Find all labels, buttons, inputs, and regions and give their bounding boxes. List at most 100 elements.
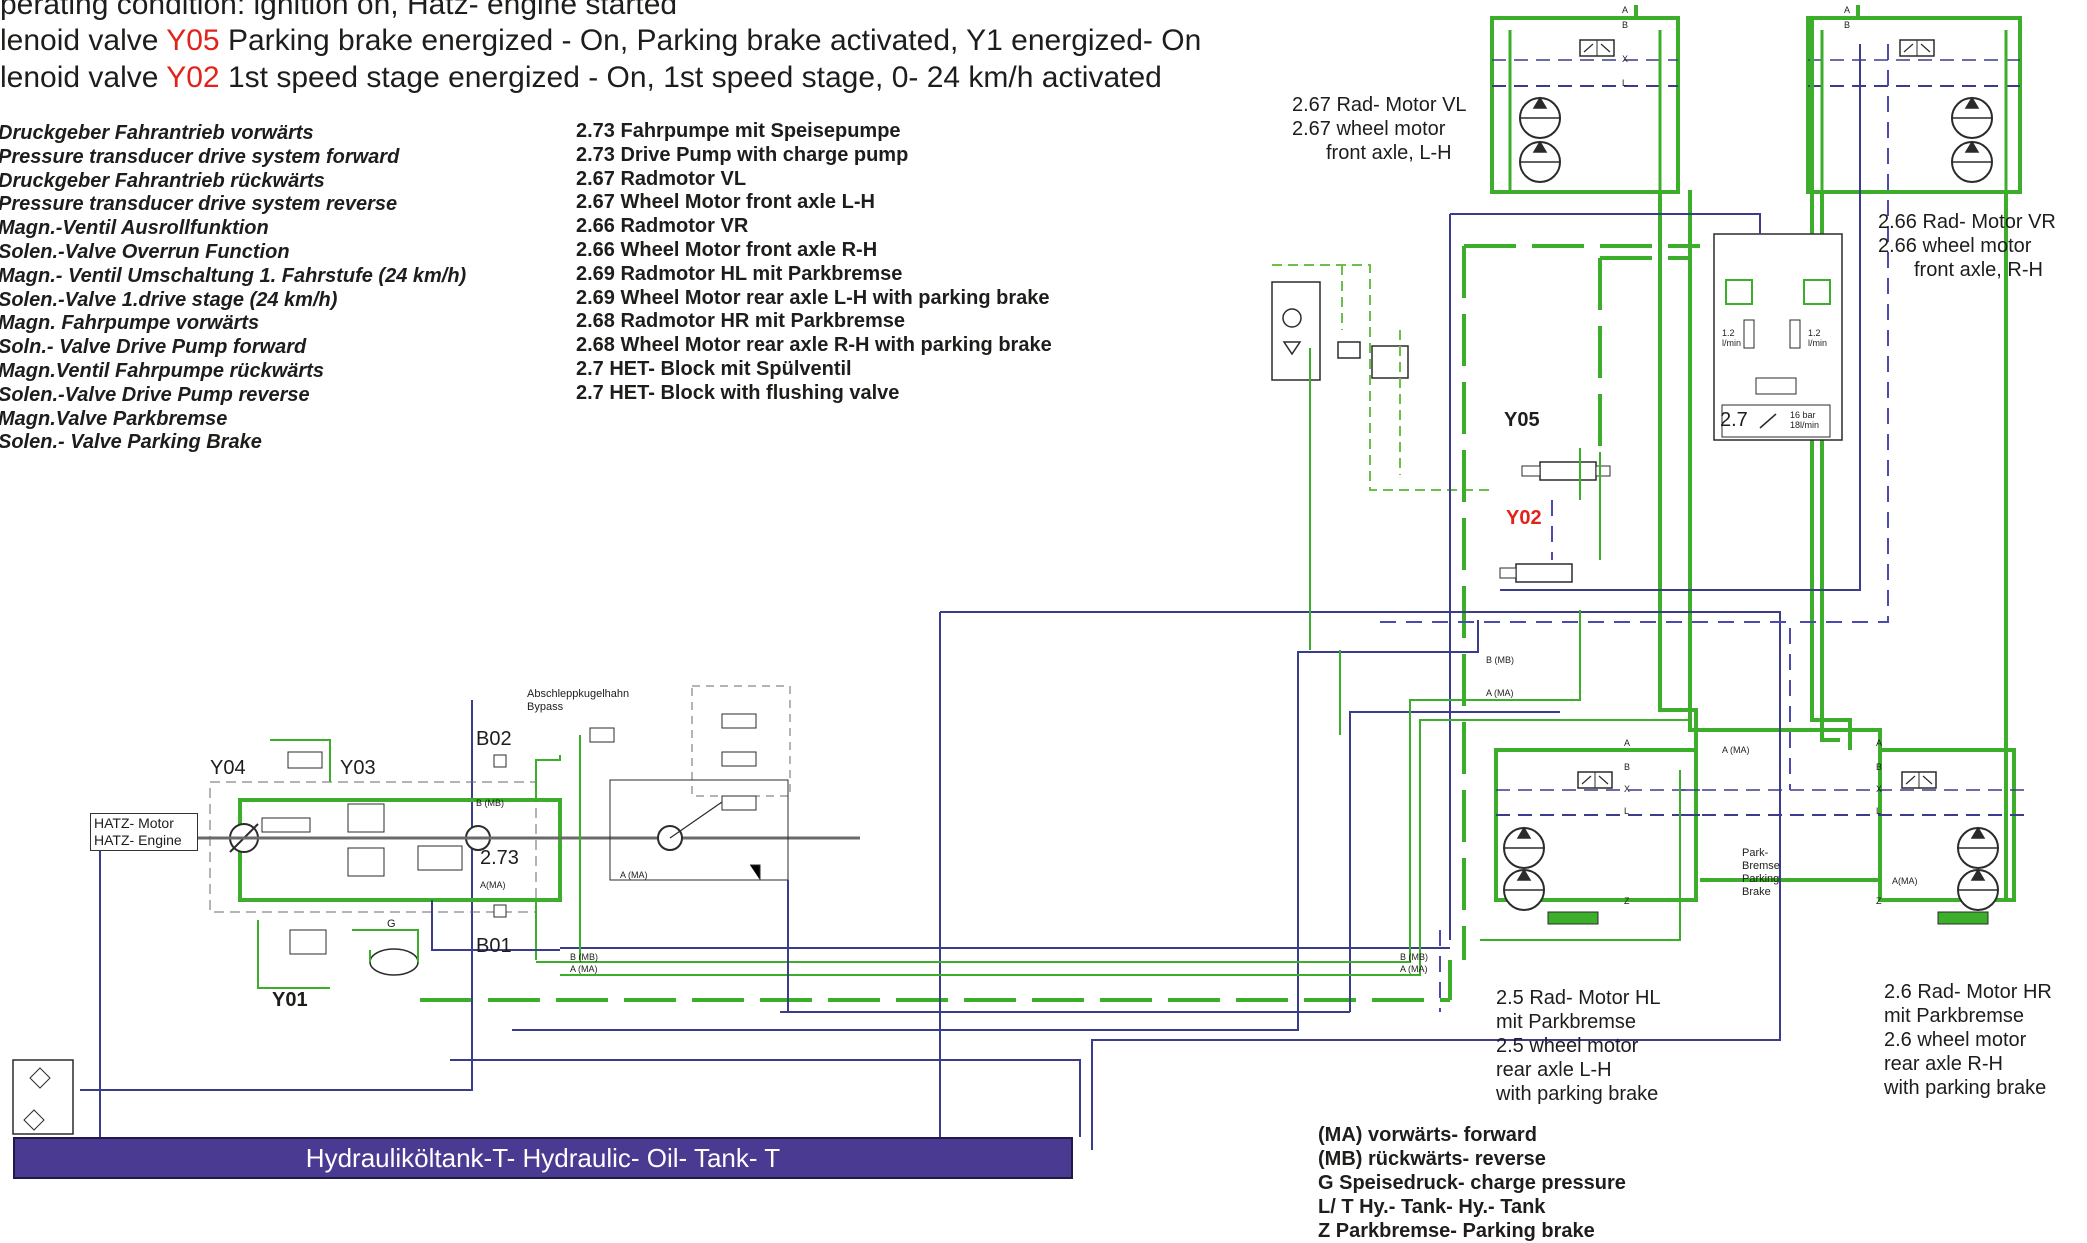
legend-right-item: 2.7 HET- Block mit Spülventil xyxy=(576,357,852,380)
legend-left-item: Druckgeber Fahrantrieb rückwärts xyxy=(0,169,325,192)
legend-left-item: Soln.- Valve Drive Pump forward xyxy=(0,336,307,359)
abbreviation-item: Z Parkbremse- Parking brake xyxy=(1318,1220,1595,1242)
port-a-hr: A xyxy=(1876,738,1883,748)
y01-label: Y01 xyxy=(272,989,308,1011)
port-bmb-low: B (MB) xyxy=(570,952,598,962)
port-ama-low: A (MA) xyxy=(570,964,598,974)
legend-right-item: 2.73 Fahrpumpe mit Speisepumpe xyxy=(576,120,901,142)
legend-left-item: Solen.- Valve Parking Brake xyxy=(0,431,262,454)
port-ama-right: A (MA) xyxy=(1722,745,1750,755)
legend-left-item: Pressure transducer drive system reverse xyxy=(0,193,398,216)
legend-left-item: Magn.Ventil Fahrpumpe rückwärts xyxy=(0,359,324,382)
legend-left-item: Pressure transducer drive system forward xyxy=(0,145,400,168)
y03-label: Y03 xyxy=(340,757,376,779)
abbreviation-item: (MB) rückwärts- reverse xyxy=(1318,1148,1546,1170)
port-x-hl: X xyxy=(1624,784,1631,794)
header-line-2: lenoid valve Y05 Parking brake energized… xyxy=(0,24,1202,57)
port-z-hl: Z xyxy=(1624,896,1630,906)
port-bmb-pump: B (MB) xyxy=(476,798,504,808)
port-a-vr: A xyxy=(1844,5,1851,15)
port-l-hr: L xyxy=(1876,806,1882,816)
y02-label: Y02 xyxy=(1506,507,1542,529)
port-bmb-mid: B (MB) xyxy=(1486,655,1514,665)
front-right-motor-block xyxy=(1806,16,2022,194)
legend-right-item: 2.69 Wheel Motor rear axle L-H with park… xyxy=(576,286,1050,309)
port-l-vl: L xyxy=(1622,78,1628,88)
pump-273-label: 2.73 xyxy=(480,847,519,869)
legend-left-item: Magn.Valve Parkbremse xyxy=(0,407,228,430)
g-label: G xyxy=(387,918,396,930)
port-z-hr: Z xyxy=(1876,896,1882,906)
legend-left-item: Magn.- Ventil Umschaltung 1. Fahrstufe (… xyxy=(0,264,467,287)
y02-code: Y02 xyxy=(166,61,220,94)
legend-right-item: 2.68 Wheel Motor rear axle R-H with park… xyxy=(576,334,1052,357)
port-ama-flush: A (MA) xyxy=(620,870,648,880)
legend-left-item: Druckgeber Fahrantrieb vorwärts xyxy=(0,122,314,144)
legend-right-item: 2.69 Radmotor HL mit Parkbremse xyxy=(576,262,903,285)
y05-y02-valves xyxy=(1499,461,1611,583)
port-a-hl: A xyxy=(1624,738,1631,748)
filter-unit xyxy=(1271,281,1409,381)
port-ama-hr: A(MA) xyxy=(1892,876,1918,886)
header-line-3: lenoid valve Y02 1st speed stage energiz… xyxy=(0,61,1162,94)
het-block xyxy=(1713,233,1843,441)
legend-right-item: 2.67 Wheel Motor front axle L-H xyxy=(576,191,875,214)
port-bmb-low-r: B (MB) xyxy=(1400,952,1428,962)
working-lines xyxy=(536,348,1690,976)
mid-blue-lines xyxy=(431,880,1350,1013)
legend-right-item: 2.66 Radmotor VR xyxy=(576,215,749,238)
legend-right-item: 2.68 Radmotor HR mit Parkbremse xyxy=(576,310,906,333)
legend-right-item: 2.67 Radmotor VL xyxy=(576,167,747,190)
legend-left-item: Magn.-Ventil Ausrollfunktion xyxy=(0,217,269,240)
front-left-motor-block xyxy=(1490,16,1680,194)
pilot-lines-thick xyxy=(420,244,1700,1002)
y05-label: Y05 xyxy=(1504,409,1540,431)
legend-left-item: Solen.-Valve Overrun Function xyxy=(0,240,290,263)
port-b-vr: B xyxy=(1844,20,1851,30)
drive-pump-unit xyxy=(198,751,860,976)
port-ama-pump: A(MA) xyxy=(480,880,506,890)
abbreviation-item: (MA) vorwärts- forward xyxy=(1318,1124,1537,1146)
legend-right-item: 2.66 Wheel Motor front axle R-H xyxy=(576,238,878,261)
b01-label: B01 xyxy=(476,935,512,957)
port-b-hr: B xyxy=(1876,762,1883,772)
flush-valve-block xyxy=(589,685,791,881)
port-ama-low-r: A (MA) xyxy=(1400,964,1428,974)
abbreviation-item: G Speisedruck- charge pressure xyxy=(1318,1172,1626,1194)
y05-code: Y05 xyxy=(166,24,220,57)
port-b-hl: B xyxy=(1624,762,1631,772)
header-line-1: perating condition: ignition on, Hatz- e… xyxy=(0,0,678,21)
port-ama-mid: A (MA) xyxy=(1486,688,1514,698)
pilot-lines xyxy=(1272,264,1490,491)
abbreviation-item: L/ T Hy.- Tank- Hy.- Tank xyxy=(1318,1196,1546,1218)
legend-left-item: Solen.-Valve 1.drive stage (24 km/h) xyxy=(0,288,338,311)
rear-left-motor-block xyxy=(1494,748,1700,925)
port-x-hr: X xyxy=(1876,784,1883,794)
legend-right-item: 2.73 Drive Pump with charge pump xyxy=(576,143,909,166)
rear-right-motor-block xyxy=(1680,748,2030,925)
return-lines xyxy=(80,44,1861,1150)
pump-green-lines xyxy=(257,735,581,989)
drain-lines xyxy=(1380,44,1889,1012)
port-l-hl: L xyxy=(1624,806,1630,816)
legend-left-item: Magn. Fahrpumpe vorwärts xyxy=(0,312,260,335)
hydraulic-oil-tank: Hydrauliköltank-T- Hydraulic- Oil- Tank-… xyxy=(13,1137,1073,1179)
oil-filter-box xyxy=(12,1059,74,1135)
abbreviations-legend: (MA) vorwärts- forward(MB) rückwärts- re… xyxy=(1318,1123,1626,1243)
port-a-vl: A xyxy=(1622,5,1629,15)
legend-right-item: 2.7 HET- Block with flushing valve xyxy=(576,381,900,404)
legend-left-item: Solen.-Valve Drive Pump reverse xyxy=(0,383,310,406)
